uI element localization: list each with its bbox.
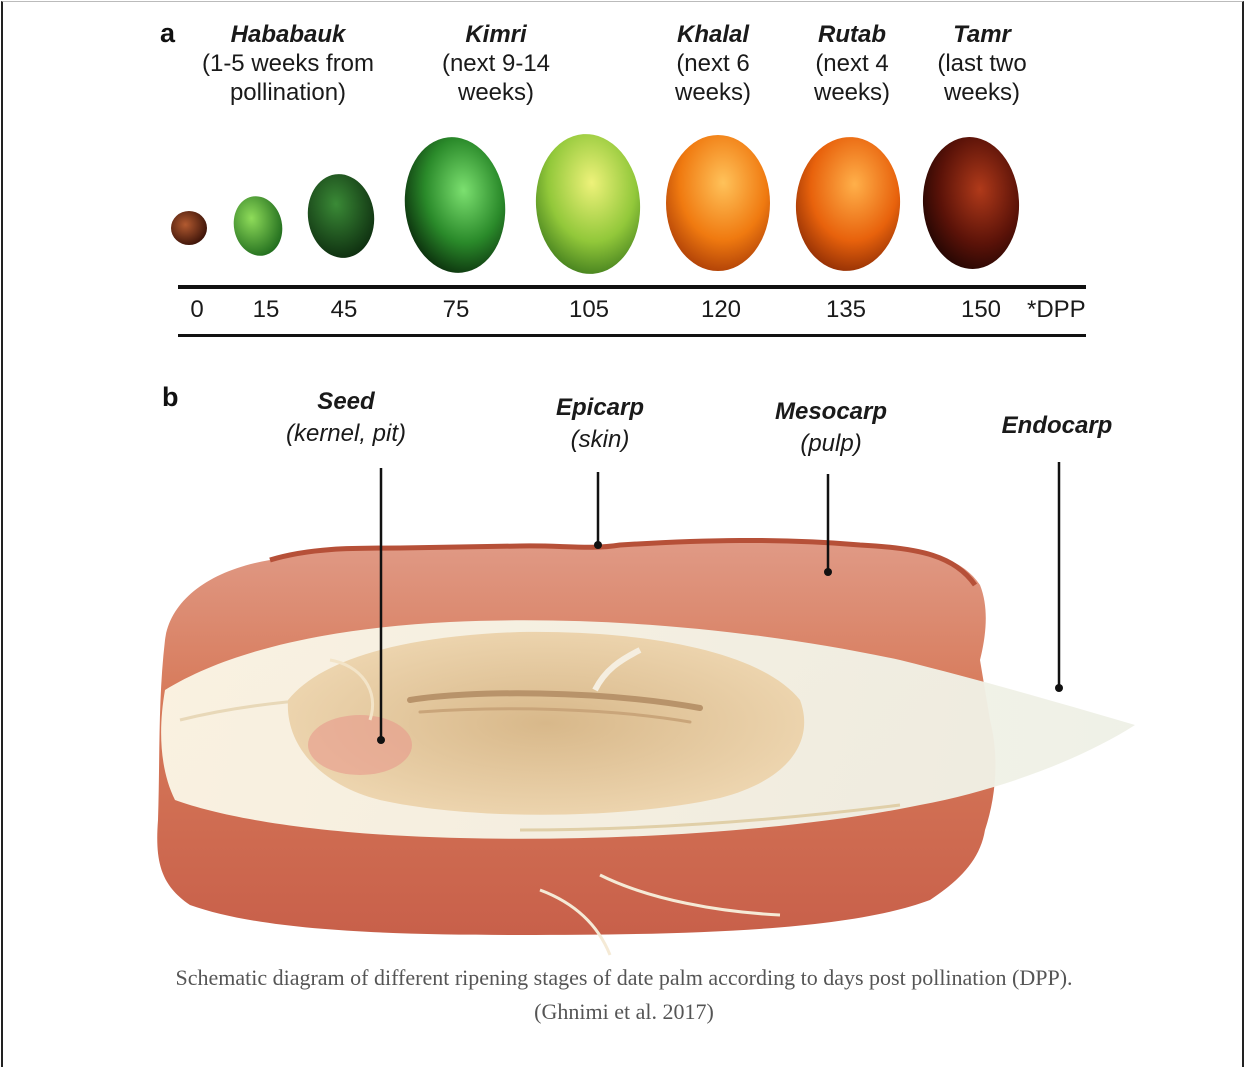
- tick-label: 105: [569, 296, 609, 324]
- tick-label: 15: [253, 296, 280, 324]
- fruit-day-150: [920, 135, 1023, 272]
- figure-caption-line2: (Ghnimi et al. 2017): [0, 996, 1248, 1028]
- stage-name: Kimri: [442, 20, 550, 49]
- fruit-day-45: [302, 170, 379, 262]
- axis-unit-label: *DPP: [1027, 296, 1086, 324]
- tick-label: 120: [701, 296, 741, 324]
- part-name: Endocarp: [1002, 410, 1113, 442]
- part-sub: (kernel, pit): [286, 418, 406, 450]
- stage-period-line: (last two: [937, 49, 1026, 78]
- label-mesocarp: Mesocarp (pulp): [775, 396, 887, 460]
- stage-rutab: Rutab (next 4 weeks): [814, 20, 890, 107]
- stage-period-line: (next 9-14: [442, 49, 550, 78]
- tick-label: 75: [443, 296, 470, 324]
- fruit-day-105: [531, 131, 645, 278]
- label-endocarp: Endocarp: [1002, 410, 1113, 442]
- axis-bottom-line: [178, 334, 1086, 337]
- tick-label: 135: [826, 296, 866, 324]
- part-sub: (skin): [556, 424, 644, 456]
- axis-top-line: [178, 285, 1086, 289]
- part-name: Mesocarp: [775, 396, 887, 428]
- stage-period-line: (1-5 weeks from: [202, 49, 374, 78]
- label-seed: Seed (kernel, pit): [286, 386, 406, 450]
- stage-period-line: pollination): [202, 78, 374, 107]
- part-sub: (pulp): [775, 428, 887, 460]
- stage-hababauk: Hababauk (1-5 weeks from pollination): [202, 20, 374, 107]
- stage-period-line: weeks): [442, 78, 550, 107]
- stage-name: Tamr: [937, 20, 1026, 49]
- fruit-day-75: [398, 132, 512, 278]
- panel-a-letter: a: [160, 18, 175, 49]
- stage-period-line: weeks): [675, 78, 751, 107]
- stage-kimri: Kimri (next 9-14 weeks): [442, 20, 550, 107]
- fruit-day-0: [171, 211, 207, 245]
- tick-label: 45: [331, 296, 358, 324]
- stage-name: Khalal: [675, 20, 751, 49]
- stage-period-line: weeks): [937, 78, 1026, 107]
- figure-caption-line1: Schematic diagram of different ripening …: [0, 962, 1248, 994]
- fruit-day-135: [791, 134, 904, 275]
- stage-name: Rutab: [814, 20, 890, 49]
- figure-artwork: [0, 0, 1248, 1000]
- tick-label: 0: [190, 296, 203, 324]
- panel-b-letter: b: [162, 382, 179, 413]
- fruit-day-120: [666, 135, 770, 271]
- tick-label: 150: [961, 296, 1001, 324]
- date-cross-section: [157, 540, 1135, 955]
- label-epicarp: Epicarp (skin): [556, 392, 644, 456]
- stage-period-line: (next 4: [814, 49, 890, 78]
- fruit-day-15: [228, 192, 287, 261]
- part-name: Epicarp: [556, 392, 644, 424]
- stage-period-line: (next 6: [675, 49, 751, 78]
- stage-tamr: Tamr (last two weeks): [937, 20, 1026, 107]
- stage-name: Hababauk: [202, 20, 374, 49]
- stage-khalal: Khalal (next 6 weeks): [675, 20, 751, 107]
- part-name: Seed: [286, 386, 406, 418]
- stage-period-line: weeks): [814, 78, 890, 107]
